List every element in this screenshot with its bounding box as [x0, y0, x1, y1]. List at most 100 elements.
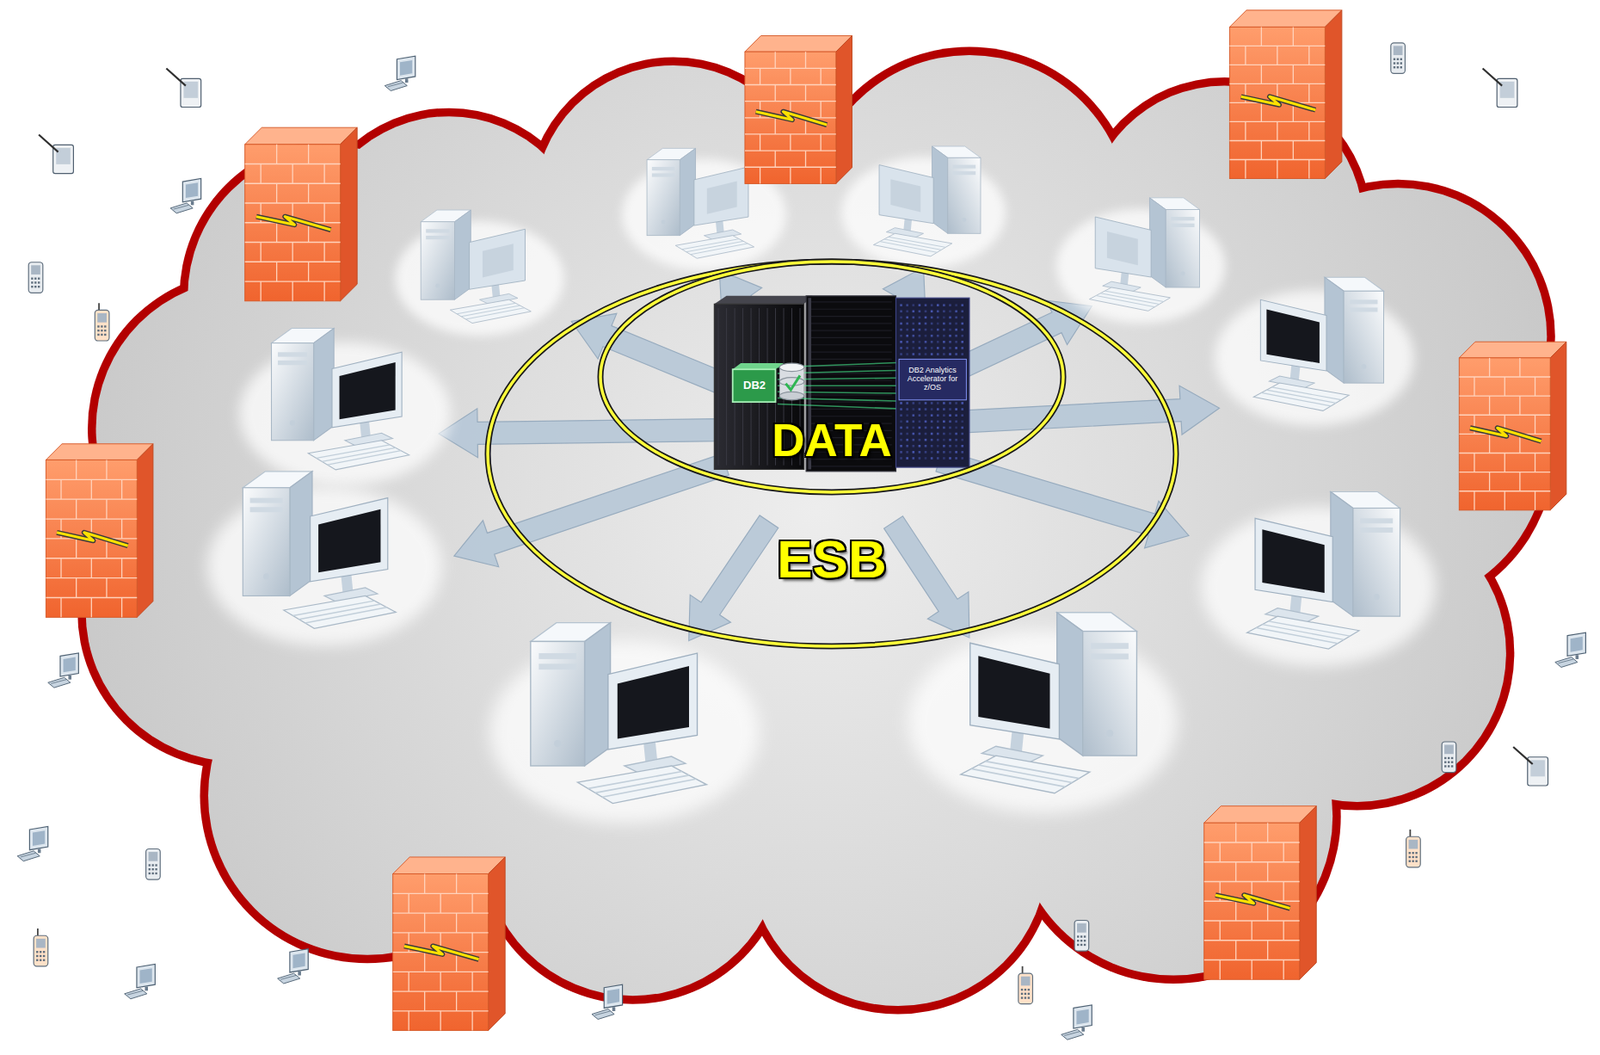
firewall	[775, 117, 776, 135]
desktop-icon	[140, 967, 153, 984]
server-racks	[899, 438, 903, 442]
firewall	[1251, 842, 1253, 862]
server-racks	[918, 346, 922, 350]
firewall	[439, 892, 441, 913]
workstation	[469, 228, 526, 290]
server-racks	[930, 420, 934, 424]
phone-icon	[1447, 756, 1450, 759]
phone-icon	[100, 333, 103, 336]
server-racks	[948, 450, 952, 454]
desktop-icon	[1073, 1004, 1092, 1028]
server-racks	[936, 456, 940, 460]
phone-icon	[1024, 996, 1027, 998]
server-racks	[942, 352, 946, 356]
desktop-icon	[384, 80, 407, 92]
workstation	[318, 509, 381, 573]
server-racks	[918, 340, 922, 344]
firewall	[323, 281, 325, 302]
workstation	[1266, 389, 1336, 403]
firewall	[105, 578, 107, 598]
firewall	[1299, 806, 1317, 980]
phone-icon	[1076, 943, 1079, 946]
phone-icon	[146, 848, 161, 880]
firewall	[1534, 376, 1536, 396]
server-racks	[911, 346, 915, 350]
workstation	[242, 487, 290, 597]
server-racks	[899, 309, 903, 313]
desktop-icon	[127, 990, 143, 995]
firewall	[121, 518, 123, 539]
firewall	[471, 971, 473, 991]
server-racks	[936, 450, 940, 454]
workstation	[435, 283, 440, 288]
server-racks	[918, 352, 922, 356]
phone-icon	[30, 277, 33, 280]
server-racks	[911, 413, 915, 417]
server-racks	[960, 346, 964, 350]
server-racks	[905, 322, 909, 326]
workstation	[1200, 506, 1436, 666]
workstation	[1349, 307, 1378, 312]
phone-icon	[1018, 972, 1034, 1004]
server-racks	[954, 407, 958, 411]
workstation	[1360, 527, 1393, 533]
server-racks	[713, 295, 813, 304]
firewall	[1219, 920, 1221, 941]
pda-icon	[1530, 759, 1545, 776]
firewall	[1504, 376, 1506, 396]
phone-icon	[30, 285, 33, 288]
workstation	[425, 235, 450, 240]
server-racks	[905, 352, 909, 356]
server-racks	[954, 309, 958, 313]
phone-icon	[1451, 764, 1453, 767]
server-racks	[954, 413, 958, 417]
desktop-icon	[48, 676, 71, 688]
workstation	[538, 663, 577, 670]
server-racks	[924, 456, 928, 460]
server-racks	[924, 334, 928, 338]
server-racks	[905, 309, 909, 313]
firewall	[276, 222, 277, 243]
server-racks	[918, 420, 922, 424]
server-racks	[911, 340, 915, 344]
server-racks	[777, 404, 897, 409]
workstation	[652, 166, 676, 171]
server-racks	[942, 438, 946, 442]
desktop-icon	[612, 1006, 616, 1011]
workstation	[553, 739, 561, 747]
phone-icon	[39, 959, 42, 961]
server-racks	[936, 444, 940, 448]
product-badge: DB2	[743, 379, 766, 392]
workstation	[454, 209, 471, 300]
server-racks	[936, 303, 940, 307]
firewall	[56, 532, 129, 546]
phone-icon	[43, 959, 45, 961]
server-racks	[942, 401, 946, 405]
desktop-icon	[607, 988, 620, 1004]
workstation	[420, 221, 455, 300]
firewall	[1244, 45, 1246, 65]
desktop-icon	[387, 82, 404, 87]
server-racks	[960, 316, 964, 320]
firewall	[1458, 341, 1567, 358]
firewall	[820, 166, 822, 184]
desktop-icon	[32, 830, 45, 846]
firewall	[759, 134, 761, 151]
server-racks	[810, 315, 893, 317]
firewall	[60, 558, 62, 579]
phone-icon	[43, 950, 45, 953]
server-racks	[960, 340, 964, 344]
firewall	[276, 261, 277, 282]
firewall	[276, 183, 277, 204]
firewall	[408, 892, 410, 913]
server-racks	[911, 316, 915, 320]
data-arrow	[438, 267, 1219, 641]
phone-icon	[30, 264, 41, 275]
server-racks	[942, 432, 946, 436]
server-racks	[936, 352, 940, 356]
cloud-outline	[77, 47, 1556, 1015]
server-racks	[942, 444, 946, 448]
workstation	[960, 755, 1090, 794]
pda-icon	[1500, 81, 1515, 99]
